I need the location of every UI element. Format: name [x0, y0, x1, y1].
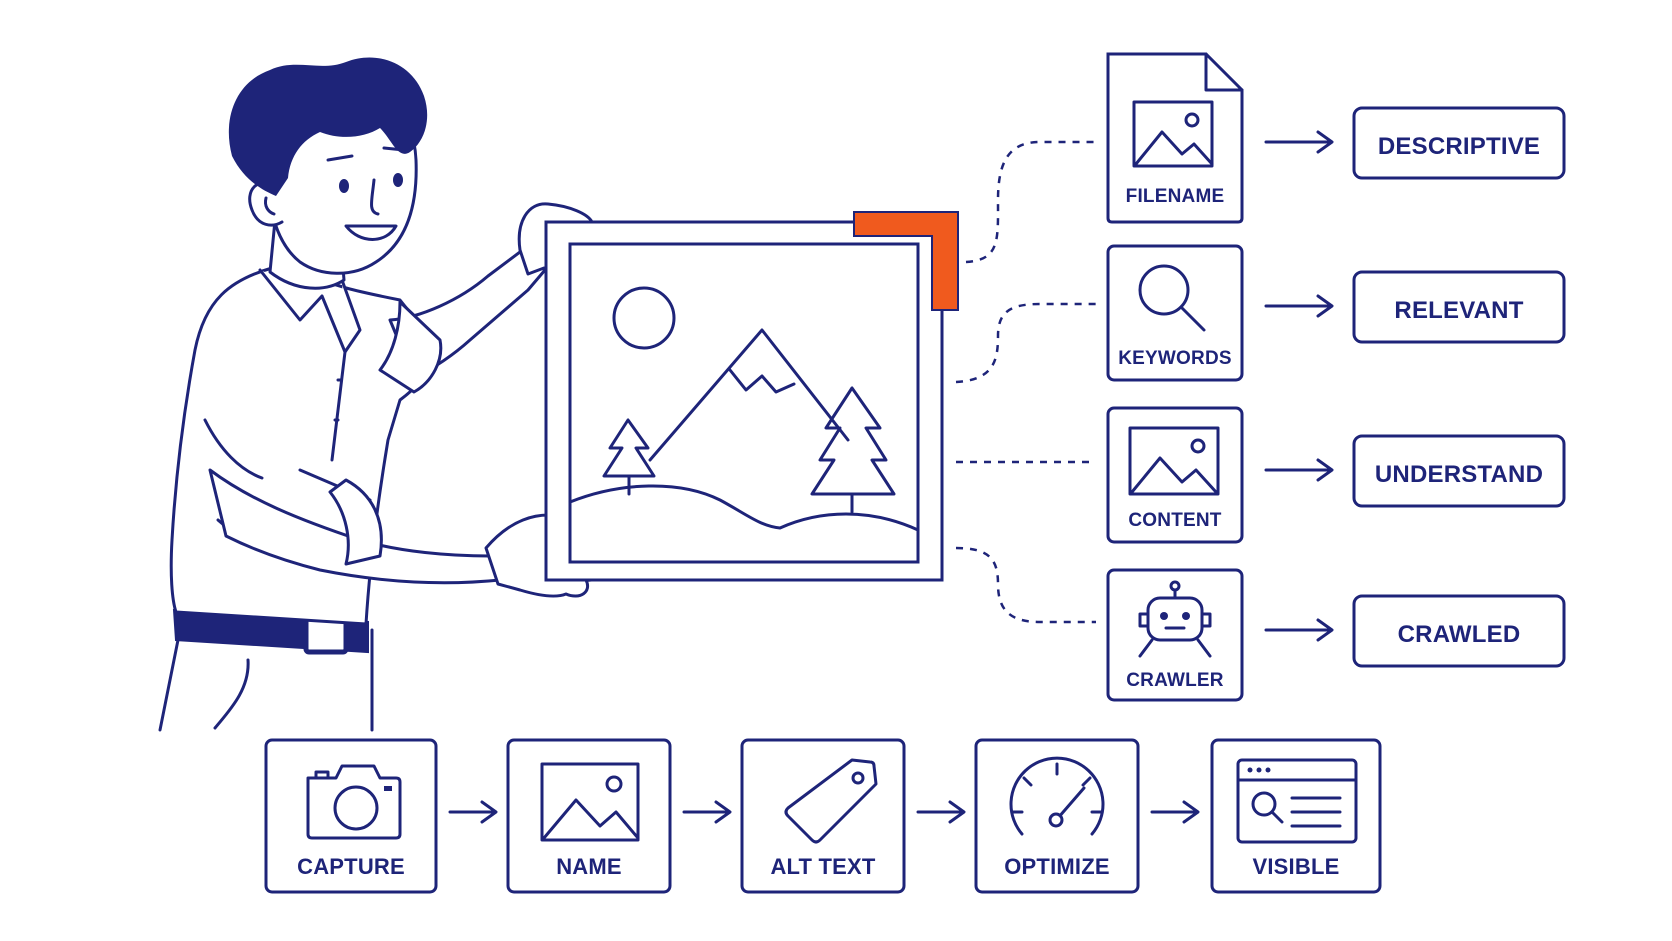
flow-arrow	[1150, 800, 1200, 824]
flow-arrow	[448, 800, 498, 824]
mountain-icon	[648, 328, 850, 462]
step-label: CAPTURE	[297, 854, 405, 879]
icon-card-content: CONTENT	[1106, 406, 1244, 544]
tag-icon	[784, 758, 878, 844]
image-icon	[1128, 426, 1220, 496]
result-label: CRAWLED	[1398, 621, 1521, 648]
flow-arrow	[916, 800, 966, 824]
person-illustration	[158, 57, 612, 732]
browser-search-icon	[1236, 758, 1358, 844]
step-alt-text: ALT TEXT	[740, 738, 906, 894]
flow-arrow	[682, 800, 732, 824]
sun-icon	[612, 286, 676, 350]
icon-card-crawler: CRAWLER	[1106, 568, 1244, 702]
robot-icon	[1138, 580, 1212, 658]
pine-tree-icon	[602, 418, 656, 496]
dashed-connectors	[955, 140, 1096, 624]
step-label: VISIBLE	[1253, 854, 1340, 879]
image-icon	[540, 762, 640, 842]
step-name: NAME	[506, 738, 672, 894]
result-box-descriptive: DESCRIPTIVE	[1352, 106, 1566, 180]
result-label: DESCRIPTIVE	[1378, 133, 1540, 160]
result-label: UNDERSTAND	[1375, 461, 1543, 488]
magnifier-icon	[1138, 264, 1206, 332]
result-arrows	[1264, 130, 1334, 642]
card-label: CRAWLER	[1126, 670, 1224, 691]
step-label: OPTIMIZE	[1004, 854, 1110, 879]
pine-tree-icon	[810, 386, 896, 514]
result-box-crawled: CRAWLED	[1352, 594, 1566, 668]
result-box-relevant: RELEVANT	[1352, 270, 1566, 344]
speedometer-icon	[1009, 756, 1105, 836]
result-box-understand: UNDERSTAND	[1352, 434, 1566, 508]
step-capture: CAPTURE	[264, 738, 438, 894]
step-label: NAME	[556, 854, 622, 879]
step-label: ALT TEXT	[770, 854, 875, 879]
icon-card-filename: FILENAME	[1106, 52, 1244, 224]
card-label: CONTENT	[1128, 510, 1221, 531]
card-label: KEYWORDS	[1118, 348, 1232, 369]
camera-icon	[306, 764, 402, 840]
picture-frame	[544, 211, 959, 582]
image-file-icon	[1132, 100, 1214, 168]
icon-card-keywords: KEYWORDS	[1106, 244, 1244, 382]
accent-corner	[853, 211, 959, 311]
step-optimize: OPTIMIZE	[974, 738, 1140, 894]
step-visible: VISIBLE	[1210, 738, 1382, 894]
result-label: RELEVANT	[1394, 297, 1523, 324]
card-label: FILENAME	[1126, 186, 1225, 207]
